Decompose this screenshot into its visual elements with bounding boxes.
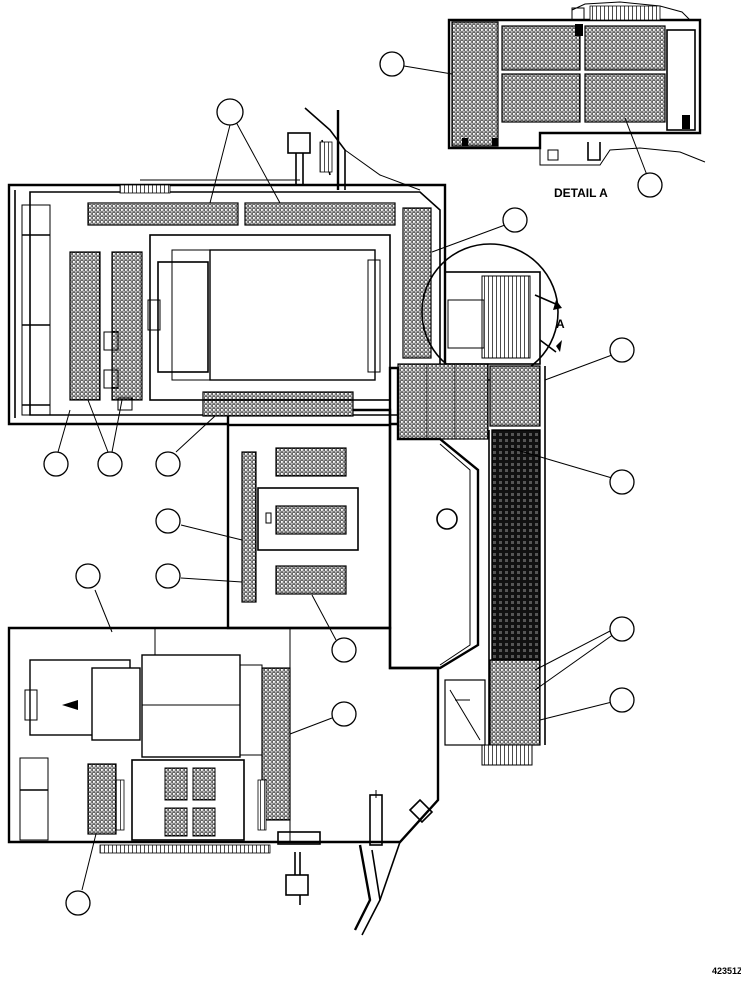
view-marker: A	[556, 317, 565, 331]
lower-deck	[7, 626, 440, 936]
grating-panel	[275, 447, 347, 477]
drawing-number: 42351Z	[712, 966, 741, 976]
stairway	[397, 271, 546, 766]
grating-panel	[111, 251, 143, 401]
callout-bubble	[216, 98, 244, 126]
detail-grating-panel	[501, 25, 581, 71]
callout-bubble	[155, 451, 181, 477]
grating-panel	[202, 391, 354, 417]
callout-bubble	[75, 563, 101, 589]
detail-a-view	[447, 1, 706, 166]
grating-panel	[261, 667, 291, 821]
detail-grating-panel-left	[451, 21, 499, 147]
center-plate	[226, 423, 392, 630]
equipment-housing-lower	[141, 654, 241, 758]
callout-bubble	[609, 616, 635, 642]
callout-bubble	[609, 687, 635, 713]
upper-left-deck	[7, 107, 447, 426]
grating-panel	[402, 207, 432, 359]
detail-grating-panel	[584, 25, 666, 71]
callout-bubble	[43, 451, 69, 477]
callout-bubble	[65, 890, 91, 916]
detail-grating-panel	[584, 73, 666, 123]
callout-bubble	[155, 563, 181, 589]
callout-bubble	[155, 508, 181, 534]
callout-bubble	[97, 451, 123, 477]
callout-bubble	[609, 337, 635, 363]
callout-bubble	[637, 172, 663, 198]
callout-bubble	[331, 701, 357, 727]
grating-panel	[87, 763, 117, 835]
grating-panel	[241, 451, 257, 603]
grating-panel	[244, 202, 396, 226]
grating-panel	[69, 251, 101, 401]
callout-bubble	[609, 469, 635, 495]
stair-treads	[491, 429, 541, 661]
callout-bubble	[502, 207, 528, 233]
callout-bubble	[331, 637, 357, 663]
callouts	[43, 51, 663, 916]
detail-a-title: DETAIL A	[554, 186, 608, 200]
grating-panel	[275, 565, 347, 595]
grating-panel	[275, 505, 347, 535]
callout-bubble	[379, 51, 405, 77]
detail-grating-panel	[501, 73, 581, 123]
equipment-housing	[209, 249, 376, 381]
access-port	[436, 508, 458, 530]
grating-panel	[87, 202, 239, 226]
